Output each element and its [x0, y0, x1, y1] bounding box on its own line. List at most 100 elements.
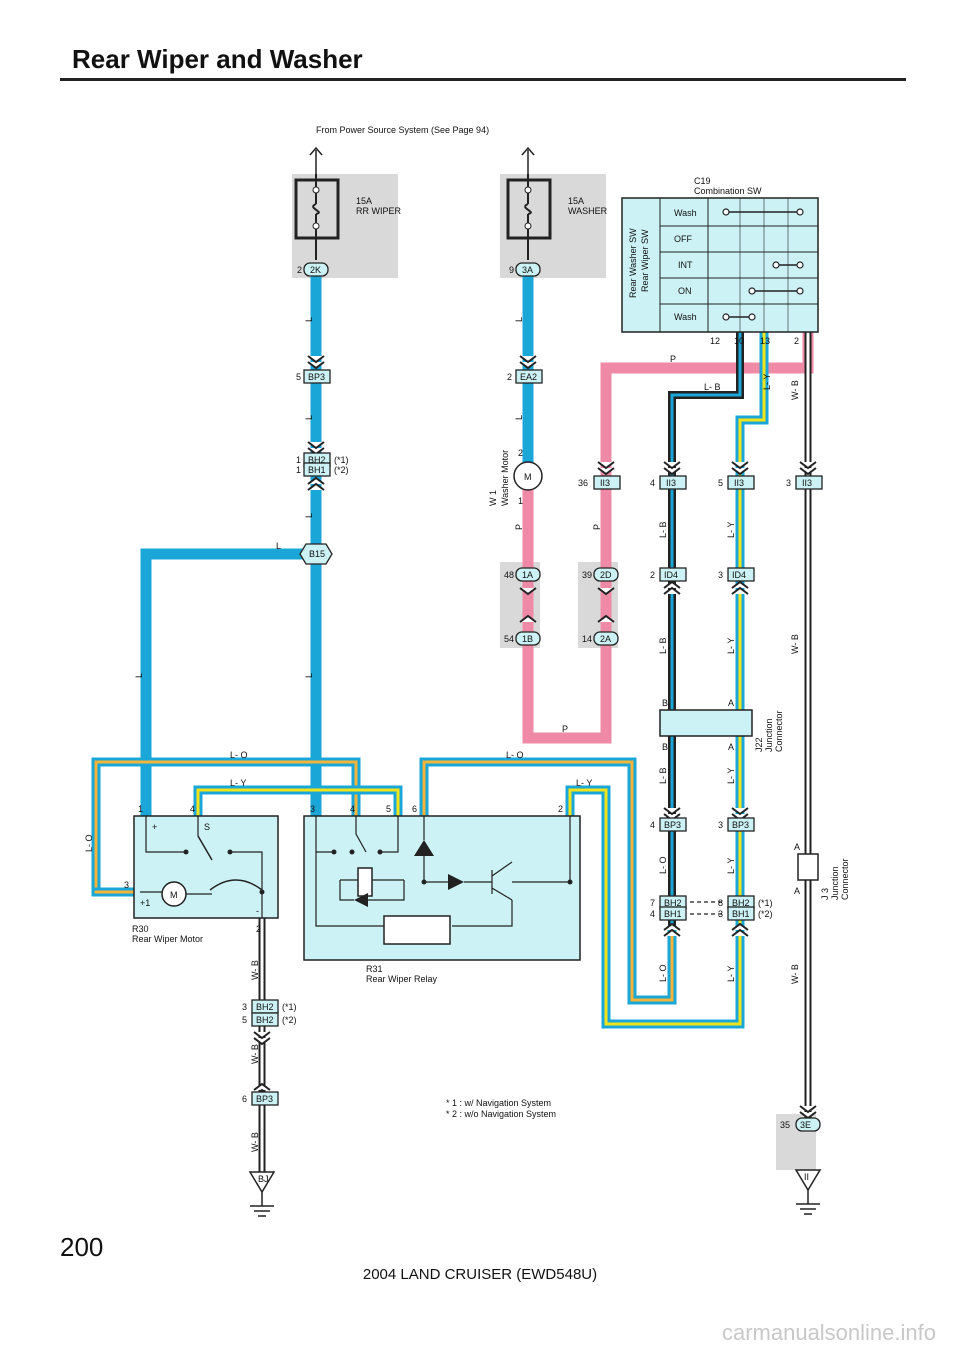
note-1: * 1 : w/ Navigation System	[446, 1098, 551, 1108]
connector-code: BH1	[308, 465, 326, 475]
wire-label: L- Y	[230, 778, 246, 788]
wire-ly-outer	[735, 328, 769, 935]
connector-code: II3	[734, 478, 744, 488]
motor-minus: -	[256, 906, 259, 916]
wire-lb-inner	[670, 331, 742, 932]
rear-wiper-motor	[133, 815, 279, 919]
motor-pin: 2	[256, 924, 261, 934]
j3-pin: A	[794, 842, 800, 852]
connector-pin: 1	[296, 465, 301, 475]
wire-label: L	[304, 317, 314, 322]
note-2: * 2 : w/o Navigation System	[446, 1109, 556, 1119]
connector-pin: 14	[582, 634, 592, 644]
dashed-links	[690, 901, 724, 915]
wire-label: W- B	[250, 1044, 260, 1064]
wire-label: W- B	[790, 380, 800, 400]
connector-code: II3	[600, 478, 610, 488]
connector-pin: 8	[718, 898, 723, 908]
ground-bj-label: BJ	[258, 1174, 269, 1184]
wire-label: L- B	[658, 767, 668, 784]
motor-pin: 4	[190, 804, 195, 814]
page-title: Rear Wiper and Washer	[72, 44, 363, 74]
page-number: 200	[60, 1232, 104, 1262]
washer-motor-pin: 2	[518, 448, 523, 458]
connector-pin: 39	[582, 570, 592, 580]
connector-code: II3	[802, 478, 812, 488]
connector-code: BH2	[256, 1002, 274, 1012]
connector-pin: 3	[718, 820, 723, 830]
c19-pin-10: 10	[734, 336, 744, 346]
j3-pin: A	[794, 886, 800, 896]
connector-pin: 4	[650, 478, 655, 488]
wire-label: L	[304, 673, 314, 678]
fuse1-amp: 15A	[356, 196, 372, 206]
connector-code: 2D	[600, 570, 612, 580]
wire-label: L- O	[658, 856, 668, 874]
switch-pos-1: Wash	[674, 208, 697, 218]
wire-label: L- B	[658, 637, 668, 654]
junction-j3	[797, 853, 819, 881]
wire-label: L	[134, 673, 144, 678]
washer-motor-symbol: M	[524, 472, 532, 482]
connector-code: BH2	[732, 898, 750, 908]
connector-code: 1B	[522, 634, 533, 644]
power-arrow-wiper	[309, 146, 323, 174]
relay-pin: 3	[310, 804, 315, 814]
connector-pin: 2	[650, 570, 655, 580]
connector-code: EA2	[520, 372, 537, 382]
connector-pin: 36	[578, 478, 588, 488]
j22-pin: A	[728, 742, 734, 752]
title-rule	[60, 78, 906, 81]
wire-label: L- Y	[762, 374, 772, 390]
wire-label: P	[670, 354, 676, 364]
connector-code: 2A	[600, 634, 611, 644]
c19-pin-2: 2	[794, 336, 799, 346]
junction-b15-label: B15	[309, 549, 325, 559]
washer-motor-code: W 1	[488, 490, 498, 506]
connector-pin: 3	[786, 478, 791, 488]
motor-pin: 1	[138, 804, 143, 814]
j22-code: J22	[754, 737, 764, 752]
connector-pin: 3	[718, 909, 723, 919]
connector-pin: 4	[650, 820, 655, 830]
wire-label: L	[514, 415, 524, 420]
wire-lo-relay-inner	[422, 760, 674, 1002]
connector-pin: 4	[650, 909, 655, 919]
switch-pos-3: INT	[678, 260, 693, 270]
relay-pin: 6	[412, 804, 417, 814]
connector-note: (*1)	[758, 898, 773, 908]
wire-label: L- O	[506, 750, 524, 760]
connector-pin: 7	[650, 898, 655, 908]
relay-code: R31	[366, 964, 383, 974]
wire-ly-inner	[738, 331, 766, 932]
washer-motor-name: Washer Motor	[500, 450, 510, 506]
wire-label: P	[514, 524, 524, 530]
fuse2-amp: 15A	[568, 196, 584, 206]
connector-code: BH1	[664, 909, 682, 919]
j22-pin: B	[662, 742, 668, 752]
fuse1-name: RR WIPER	[356, 206, 402, 216]
relay-name: Rear Wiper Relay	[366, 974, 438, 984]
connector-code: BP3	[664, 820, 681, 830]
fuse-zone-washer	[500, 174, 606, 278]
connector-code: ID4	[732, 570, 746, 580]
wire-ly-motor-outer	[193, 785, 403, 821]
connector-chevrons	[253, 355, 817, 1120]
c19-code: C19	[694, 176, 711, 186]
wire-label: W- B	[790, 634, 800, 654]
wire-label: L	[304, 513, 314, 518]
connector-code: BP3	[732, 820, 749, 830]
motor-code: R30	[132, 924, 149, 934]
connector-note: (*2)	[334, 465, 349, 475]
connector-note: (*2)	[758, 909, 773, 919]
wire-ly-relay-inner	[568, 788, 742, 1026]
j22-pin: A	[728, 698, 734, 708]
wire-lb-outer	[668, 329, 744, 934]
connector-code: II3	[666, 478, 676, 488]
relay-pin: 5	[386, 804, 391, 814]
connector-code: BH2	[664, 898, 682, 908]
switch-pos-5: Wash	[674, 312, 697, 322]
c19-pin-13: 13	[760, 336, 770, 346]
connector-code: BP3	[256, 1094, 273, 1104]
connector-code: BH2	[256, 1015, 274, 1025]
